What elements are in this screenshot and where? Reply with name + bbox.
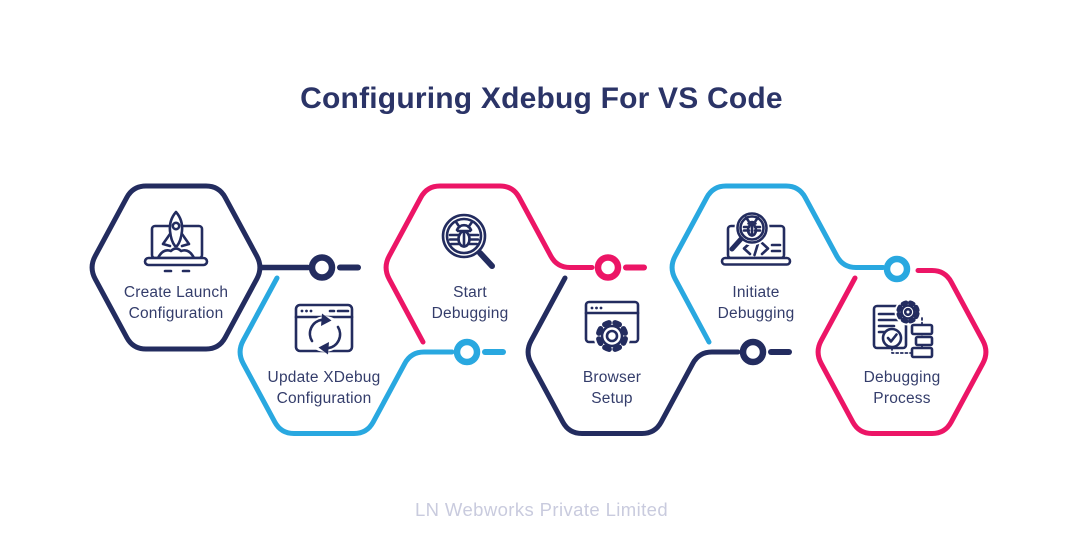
step-label-1-line2: Configuration	[128, 304, 224, 322]
connector-node-4	[739, 338, 767, 366]
step-label-4-line2: Setup	[591, 389, 633, 407]
hexagon-start-debugging	[383, 183, 595, 345]
step-label-2-line2: Configuration	[276, 389, 372, 407]
hexagon-debugging-process	[815, 268, 989, 436]
connector-node-3	[594, 254, 622, 281]
step-label-6: Debugging Process	[810, 368, 994, 409]
browser-refresh-icon	[294, 303, 354, 355]
step-label-5-line2: Debugging	[717, 304, 795, 322]
step-label-3-line1: Start	[453, 284, 487, 301]
footer-text: LN Webworks Private Limited	[414, 499, 669, 520]
hexagon-create-launch-configuration	[89, 183, 263, 352]
step-label-1-line1: Create Launch	[123, 284, 229, 301]
step-label-5: Initiate Debugging	[664, 283, 848, 324]
page-title: Configuring Xdebug For VS Code	[300, 82, 783, 115]
step-label-3: Start Debugging	[378, 283, 562, 324]
laptop-rocket-icon	[143, 210, 209, 273]
browser-gear-icon	[584, 300, 640, 355]
connector-node-5	[883, 255, 911, 283]
hexagon-update-xdebug-configuration	[237, 275, 455, 436]
connector-node-1	[308, 254, 336, 281]
step-label-3-line2: Debugging	[431, 304, 509, 322]
document-gear-process-icon	[872, 298, 934, 359]
step-label-5-line1: Initiate	[732, 284, 780, 301]
step-label-2: Update XDebug Configuration	[232, 368, 416, 409]
laptop-debug-code-icon	[720, 210, 792, 266]
step-label-6-line1: Debugging	[863, 369, 941, 386]
step-label-4-line1: Browser	[582, 369, 642, 386]
hexagon-browser-setup	[525, 275, 741, 436]
step-label-4: Browser Setup	[520, 368, 704, 409]
connector-node-2	[453, 338, 481, 366]
step-label-1: Create Launch Configuration	[84, 283, 268, 324]
hexagon-initiate-debugging	[669, 183, 886, 345]
step-label-6-line2: Process	[873, 389, 931, 407]
step-label-2-line1: Update XDebug	[267, 369, 381, 386]
magnifier-bug-icon	[441, 213, 495, 269]
